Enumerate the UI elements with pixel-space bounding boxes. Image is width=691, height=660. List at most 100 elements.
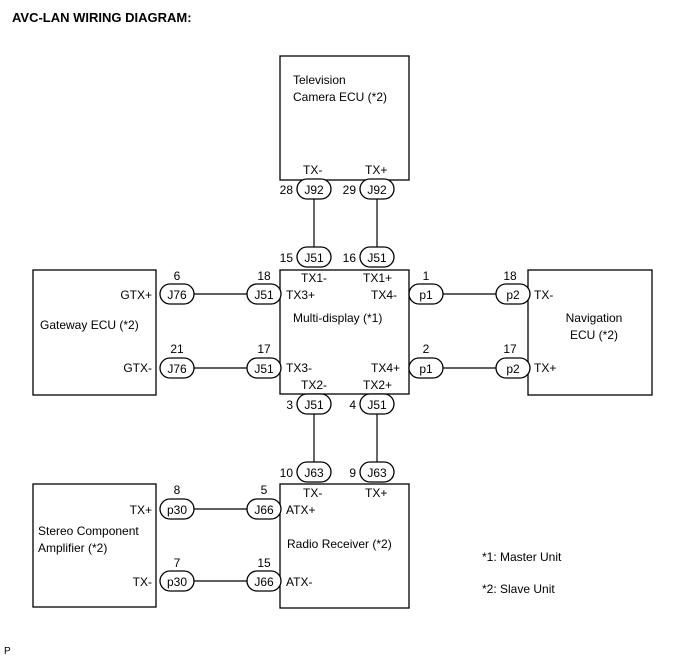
pin-number: 17 [257, 342, 271, 356]
md-terminal-tx3-plus: TX3+ [286, 288, 315, 302]
wires [192, 199, 497, 582]
radio-terminal-tx-minus: TX- [303, 486, 322, 500]
connector-name: J92 [304, 183, 324, 197]
navigation-name-line2: ECU (*2) [570, 328, 618, 342]
connector-j63-9: J63 9 [349, 461, 395, 483]
connector-name: J51 [367, 251, 387, 265]
figure-code: P [4, 646, 11, 657]
connector-name: J66 [254, 503, 274, 517]
connector-name: J51 [304, 251, 324, 265]
television-camera-ecu-box [279, 55, 410, 181]
tv-name-line1: Television [293, 73, 346, 87]
radio-receiver-box [279, 483, 410, 609]
connector-p2-18: p2 18 [495, 269, 531, 305]
connector-p30-7: p30 7 [159, 556, 195, 592]
connector-j92-29: J92 29 [343, 178, 395, 200]
connector-name: J66 [254, 575, 274, 589]
md-terminal-tx1-plus: TX1+ [363, 271, 392, 285]
radio-terminal-atx-minus: ATX- [286, 575, 312, 589]
amplifier-name-line1: Stereo Component [38, 524, 139, 538]
pin-number: 15 [280, 251, 294, 265]
pin-number: 18 [503, 269, 517, 283]
connector-p30-8: p30 8 [159, 483, 195, 520]
md-terminal-tx1-minus: TX1- [301, 271, 327, 285]
connector-j51-3: J51 3 [286, 393, 332, 415]
radio-terminal-atx-plus: ATX+ [286, 503, 315, 517]
pin-number: 10 [280, 466, 294, 480]
connector-j51-17: J51 17 [246, 342, 282, 379]
multi-display-box [279, 269, 410, 395]
connector-name: J63 [304, 466, 324, 480]
radio-terminal-tx-plus: TX+ [365, 486, 387, 500]
pin-number: 16 [343, 251, 357, 265]
gw-terminal-gtx-minus: GTX- [123, 361, 152, 375]
connector-name: J51 [254, 362, 274, 376]
connector-name: p2 [506, 288, 520, 302]
connector-name: p30 [167, 575, 187, 589]
connector-name: J76 [167, 362, 187, 376]
tv-name-line2: Camera ECU (*2) [293, 90, 387, 104]
connector-p1-2: p1 2 [408, 342, 444, 379]
connector-j51-15: J51 15 [280, 246, 332, 268]
connector-j92-28: J92 28 [280, 178, 332, 200]
gw-terminal-gtx-plus: GTX+ [120, 288, 152, 302]
md-terminal-tx4-plus: TX4+ [371, 361, 400, 375]
connector-name: J92 [367, 183, 387, 197]
connector-j51-16: J51 16 [343, 246, 395, 268]
pin-number: 15 [257, 556, 271, 570]
connector-j66-5: J66 5 [246, 483, 282, 520]
pin-number: 4 [349, 398, 356, 412]
pin-number: 2 [423, 342, 430, 356]
connector-name: p1 [419, 288, 433, 302]
connector-name: p30 [167, 503, 187, 517]
connector-p1-1: p1 1 [408, 269, 444, 305]
connector-name: J63 [367, 466, 387, 480]
pin-number: 29 [343, 183, 357, 197]
multi-display-name: Multi-display (*1) [293, 311, 382, 325]
connector-j51-4: J51 4 [349, 393, 395, 415]
connector-j76-6: J76 6 [159, 269, 195, 305]
md-terminal-tx2-plus: TX2+ [363, 378, 392, 392]
gateway-ecu-name: Gateway ECU (*2) [40, 318, 139, 332]
gateway-ecu-box [32, 269, 157, 396]
navigation-ecu-box [527, 269, 653, 396]
connector-name: J76 [167, 288, 187, 302]
tv-terminal-tx-plus: TX+ [365, 163, 387, 177]
nav-terminal-tx-minus: TX- [534, 288, 553, 302]
radio-receiver-name: Radio Receiver (*2) [287, 537, 392, 551]
pin-number: 21 [170, 342, 184, 356]
connector-name: J51 [254, 288, 274, 302]
connector-name: p2 [506, 362, 520, 376]
connector-name: J51 [367, 398, 387, 412]
md-terminal-tx2-minus: TX2- [301, 378, 327, 392]
connector-j63-10: J63 10 [280, 461, 332, 483]
pin-number: 7 [174, 556, 181, 570]
connector-j76-21: J76 21 [159, 342, 195, 379]
pin-number: 6 [174, 269, 181, 283]
stereo-amplifier-box [32, 483, 157, 608]
md-terminal-tx3-minus: TX3- [286, 361, 312, 375]
amp-terminal-tx-plus: TX+ [130, 503, 152, 517]
pin-number: 5 [261, 483, 268, 497]
connector-p2-17: p2 17 [495, 342, 531, 379]
pin-number: 3 [286, 398, 293, 412]
amp-terminal-tx-minus: TX- [133, 575, 152, 589]
md-terminal-tx4-minus: TX4- [371, 288, 397, 302]
tv-terminal-tx-minus: TX- [303, 163, 322, 177]
amplifier-name-line2: Amplifier (*2) [38, 541, 107, 555]
pin-number: 1 [423, 269, 430, 283]
navigation-name-line1: Navigation [566, 311, 623, 325]
pin-number: 17 [503, 342, 517, 356]
pin-number: 9 [349, 466, 356, 480]
note-slave-unit: *2: Slave Unit [482, 582, 555, 596]
connector-name: J51 [304, 398, 324, 412]
connector-j51-18: J51 18 [246, 269, 282, 305]
pin-number: 28 [280, 183, 294, 197]
pin-number: 18 [257, 269, 271, 283]
diagram-title: AVC-LAN WIRING DIAGRAM: [12, 10, 192, 25]
pin-number: 8 [174, 483, 181, 497]
note-master-unit: *1: Master Unit [482, 550, 562, 564]
connector-j66-15: J66 15 [246, 556, 282, 592]
nav-terminal-tx-plus: TX+ [534, 361, 556, 375]
